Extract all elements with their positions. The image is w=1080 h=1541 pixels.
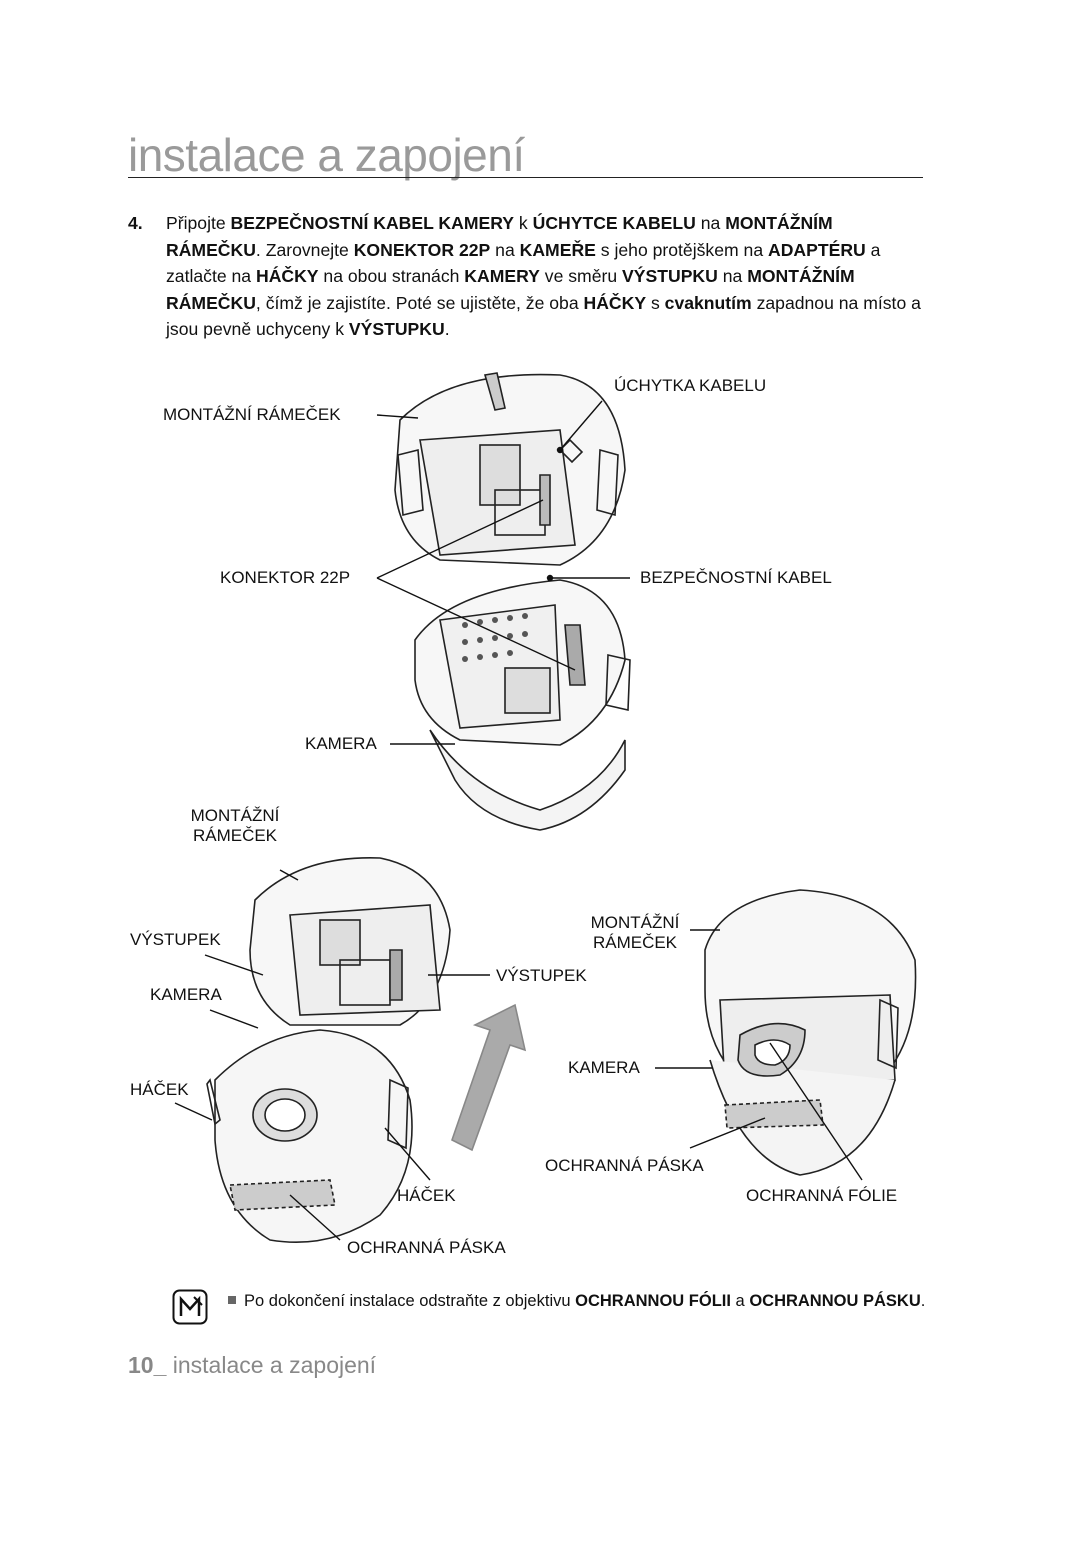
bottom-left-assembly-drawing — [206, 857, 451, 1243]
step-text: Připojte BEZPEČNOSTNÍ KABEL KAMERY k ÚCH… — [166, 210, 928, 343]
step-segment: KAMERY — [464, 266, 540, 286]
label-uchytka-kabelu: ÚCHYTKA KABELU — [614, 376, 767, 395]
note-bullet — [228, 1296, 236, 1304]
step-segment: na — [490, 239, 520, 260]
label-kamera-right: KAMERA — [568, 1058, 640, 1077]
step-segment: KAMEŘE — [519, 239, 596, 260]
step-segment: BEZPEČNOSTNÍ KABEL KAMERY — [230, 213, 515, 233]
label-ramecek-line2: RÁMEČEK — [192, 826, 278, 845]
note-segment: OCHRANNOU FÓLII — [575, 1292, 731, 1310]
step-segment: , čímž je zajistíte. Poté se ujistěte, ž… — [255, 292, 584, 313]
page-footer: 10_ instalace a zapojení — [128, 1352, 376, 1379]
label-hacek-mid: HÁČEK — [397, 1186, 456, 1205]
note-segment: a — [730, 1292, 750, 1310]
note-text-block: Po dokončení instalace odstraňte z objek… — [228, 1289, 928, 1314]
top-mounting-frame-drawing — [394, 372, 626, 566]
step-segment: ve směru — [539, 266, 623, 286]
step-4: 4. Připojte BEZPEČNOSTNÍ KABEL KAMERY k … — [128, 210, 928, 343]
page-number: 10_ — [128, 1352, 167, 1378]
label-ramecek-line2-right: RÁMEČEK — [592, 933, 678, 952]
label-montazni-line1: MONTÁŽNÍ — [190, 806, 280, 825]
step-segment: ÚCHYTCE KABELU — [532, 213, 696, 233]
note-segment: OCHRANNOU PÁSKU — [749, 1292, 921, 1310]
step-segment: MONTÁŽNÍM RÁMEČKU — [166, 266, 855, 313]
leader-lines — [174, 400, 863, 1241]
step-segment: na — [717, 266, 748, 286]
step-segment: zapadnou na místo a jsou pevně uchyceny … — [166, 292, 921, 340]
step-segment: . — [444, 319, 450, 339]
label-montazni-ramecek-left: MONTÁŽNÍ RÁMEČEK — [180, 806, 290, 846]
step-segment: s jeho protějškem na — [595, 239, 769, 260]
assembly-direction-arrow-drawing — [451, 1003, 527, 1152]
label-vystupek-left: VÝSTUPEK — [130, 930, 221, 949]
label-vystupek-right: VÝSTUPEK — [496, 966, 587, 985]
label-montazni-ramecek-top: MONTÁŽNÍ RÁMEČEK — [163, 405, 341, 424]
step-segment: Připojte — [166, 213, 231, 233]
label-montazni-ramecek-right: MONTÁŽNÍ RÁMEČEK — [580, 913, 690, 953]
step-segment: MONTÁŽNÍM RÁMEČKU — [166, 213, 833, 260]
step-segment: . Zarovnejte — [255, 239, 354, 260]
label-ochranna-paska-right: OCHRANNÁ PÁSKA — [545, 1156, 704, 1175]
footer-section: instalace a zapojení — [166, 1352, 377, 1378]
label-bezpecnostni-kabel: BEZPEČNOSTNÍ KABEL — [640, 568, 832, 587]
step-segment: cvaknutím — [664, 292, 752, 313]
step-segment: KONEKTOR 22P — [353, 239, 491, 260]
label-montazni-line1-right: MONTÁŽNÍ — [590, 913, 680, 932]
step-segment: na obou stranách — [318, 266, 465, 286]
step-segment: HÁČKY — [255, 266, 319, 286]
step-segment: a zatlačte na — [166, 239, 881, 287]
step-segment: na — [695, 213, 726, 233]
step-segment: s — [646, 292, 665, 313]
installation-illustration — [174, 372, 917, 1243]
note-icon — [172, 1289, 208, 1325]
label-hacek-left: HÁČEK — [130, 1080, 189, 1099]
step-number: 4. — [128, 213, 143, 233]
bottom-right-assembly-drawing — [704, 889, 917, 1176]
label-kamera-middle: KAMERA — [305, 734, 377, 753]
label-kamera-left: KAMERA — [150, 985, 222, 1004]
label-ochranna-paska-bottom: OCHRANNÁ PÁSKA — [347, 1238, 506, 1257]
step-segment: HÁČKY — [583, 292, 647, 313]
step-segment: VÝSTUPKU — [622, 266, 718, 286]
note-segment: Po dokončení instalace odstraňte z objek… — [244, 1292, 576, 1310]
title-divider — [128, 177, 923, 178]
step-segment: k — [514, 213, 533, 233]
label-konektor-22p: KONEKTOR 22P — [220, 568, 351, 587]
note-text: Po dokončení instalace odstraňte z objek… — [244, 1292, 925, 1310]
label-ochranna-folie: OCHRANNÁ FÓLIE — [746, 1186, 898, 1205]
step-segment: ADAPTÉRU — [768, 239, 866, 260]
page-title: instalace a zapojení — [128, 129, 525, 181]
middle-camera-drawing — [414, 579, 631, 831]
note-segment: . — [920, 1292, 926, 1310]
step-segment: VÝSTUPKU — [348, 319, 445, 339]
